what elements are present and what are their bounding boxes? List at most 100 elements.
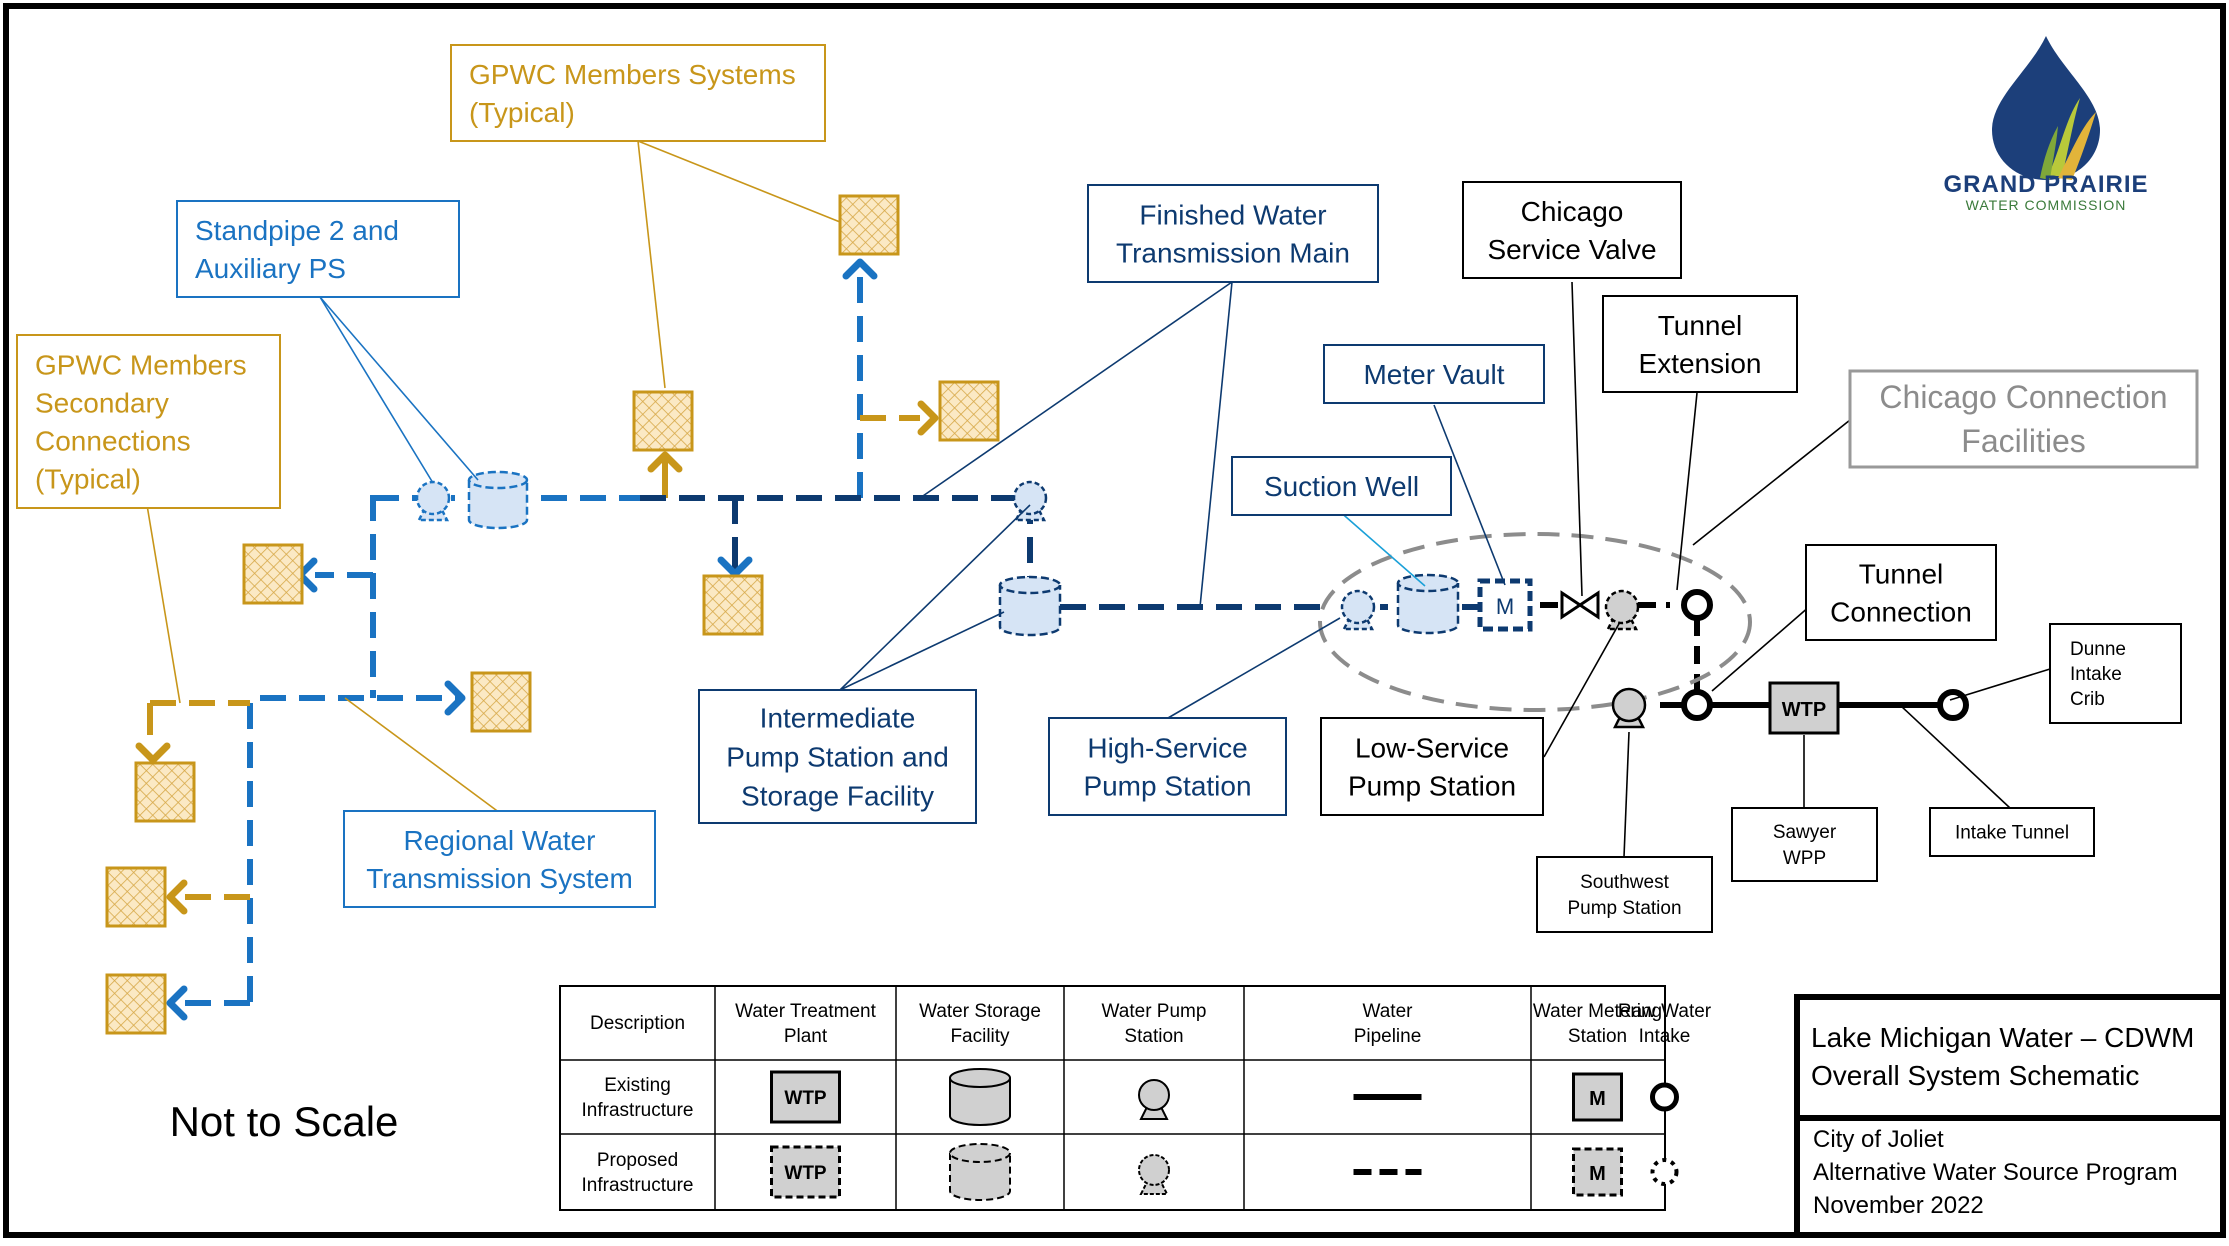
legend-wtp-icon [770,1070,841,1124]
title-line: Overall System Schematic [1811,1060,2139,1091]
legend-meter-label: M [1589,1163,1606,1185]
legend-header: Water Storage [919,1001,1041,1022]
label-text: Pump Station [1083,770,1251,801]
arrow-secondary-lower [166,879,188,915]
legend-storage-top [949,1143,1011,1163]
pump-body [1340,589,1376,625]
label-text: Finished Water [1139,199,1326,230]
info-line: City of Joliet [1813,1126,1944,1153]
pump-body [1611,687,1647,723]
leader-suction-well [1337,509,1426,587]
legend-wtp-icon [770,1145,841,1199]
grass-blade-icon [2048,98,2080,176]
legend-wtp-label: WTP [784,1163,827,1184]
leader-high-service [1167,617,1341,719]
tank-body [998,585,1062,637]
label-text: Pump Station and [726,741,949,772]
meter-vault-box [1477,578,1533,632]
legend-meter-label: M [1589,1088,1606,1110]
intermediate-storage-tank [998,575,1062,637]
logo-subtitle: WATER COMMISSION [1966,197,2127,213]
arrow-member-east [917,400,939,436]
label-text: Connection [1830,596,1972,627]
member-connection-box-7 [134,761,196,823]
label-text: (Typical) [35,463,141,494]
leader-tunnel-connection [1711,605,1811,692]
label-box [1462,181,1682,279]
label-box [1848,369,2199,469]
label-box [1087,184,1379,283]
leader-members-systems-2 [637,140,841,223]
legend-row-label: Infrastructure [582,1175,694,1196]
label-box [2049,623,2182,724]
logo-name: GRAND PRAIRIE [1943,171,2148,198]
member-connection-box-1 [838,194,900,256]
leader-members-systems-1 [637,140,666,389]
label-gpwc-secondary: GPWC MembersSecondaryConnections(Typical… [16,334,281,509]
label-text: Service Valve [1487,234,1656,265]
sawyer-wtp-box [1768,681,1840,735]
chicago-service-valve-icon [1560,590,1600,620]
leader-dunne [1949,668,2051,701]
label-text: Connections [35,425,191,456]
legend-row-label: Infrastructure [582,1100,694,1121]
label-text: Transmission Main [1116,237,1350,268]
label-text: Standpipe 2 and [195,215,399,246]
legend-header: Facility [950,1026,1010,1047]
high-service-pump-station [1340,589,1376,631]
intermediate-pump-station [1012,480,1048,522]
member-connection-box-3 [632,390,694,452]
sawyer-wtp-label: WTP [1782,699,1826,721]
legend-header: Station [1124,1026,1183,1047]
member-connection-box-2 [938,380,1000,442]
legend-storage-top [949,1068,1011,1088]
leader-regional [344,697,501,814]
arrow-regional-north [842,258,878,280]
label-text: Storage Facility [741,780,934,811]
label-text: (Typical) [469,97,575,128]
tank-top [998,575,1062,595]
legend-header: Description [590,1013,685,1034]
low-service-pump-station [1604,589,1640,631]
leader-southwest [1623,731,1630,858]
legend-storage-icon [949,1153,1011,1201]
label-box [1602,295,1798,393]
legend-meter-icon [1572,1147,1623,1197]
legend-intake-icon [1650,1158,1679,1186]
legend-header: Water [1363,1001,1414,1022]
label-intake-tunnel: Intake Tunnel [1929,807,2095,857]
leader-service-valve [1571,281,1583,597]
label-text: Tunnel [1859,558,1944,589]
tunnel-extension-node [1681,589,1713,621]
tank-top [467,470,529,490]
info-line: November 2022 [1813,1192,1984,1219]
standpipe-2-tank [467,470,529,530]
pump-body [415,480,451,516]
member-connection-box-8 [105,866,167,928]
label-text: Intake [2070,664,2122,685]
label-text: Crib [2070,689,2105,710]
label-text: Tunnel [1658,310,1743,341]
label-box [1929,807,2095,857]
leader-finished-2 [1199,281,1233,608]
label-text: Extension [1639,348,1762,379]
label-box [1320,717,1544,816]
label-text: High-Service [1087,732,1247,763]
arrow-regional-bottom [166,985,188,1021]
label-suction-well: Suction Well [1231,456,1452,516]
legend-header: Plant [784,1026,828,1047]
